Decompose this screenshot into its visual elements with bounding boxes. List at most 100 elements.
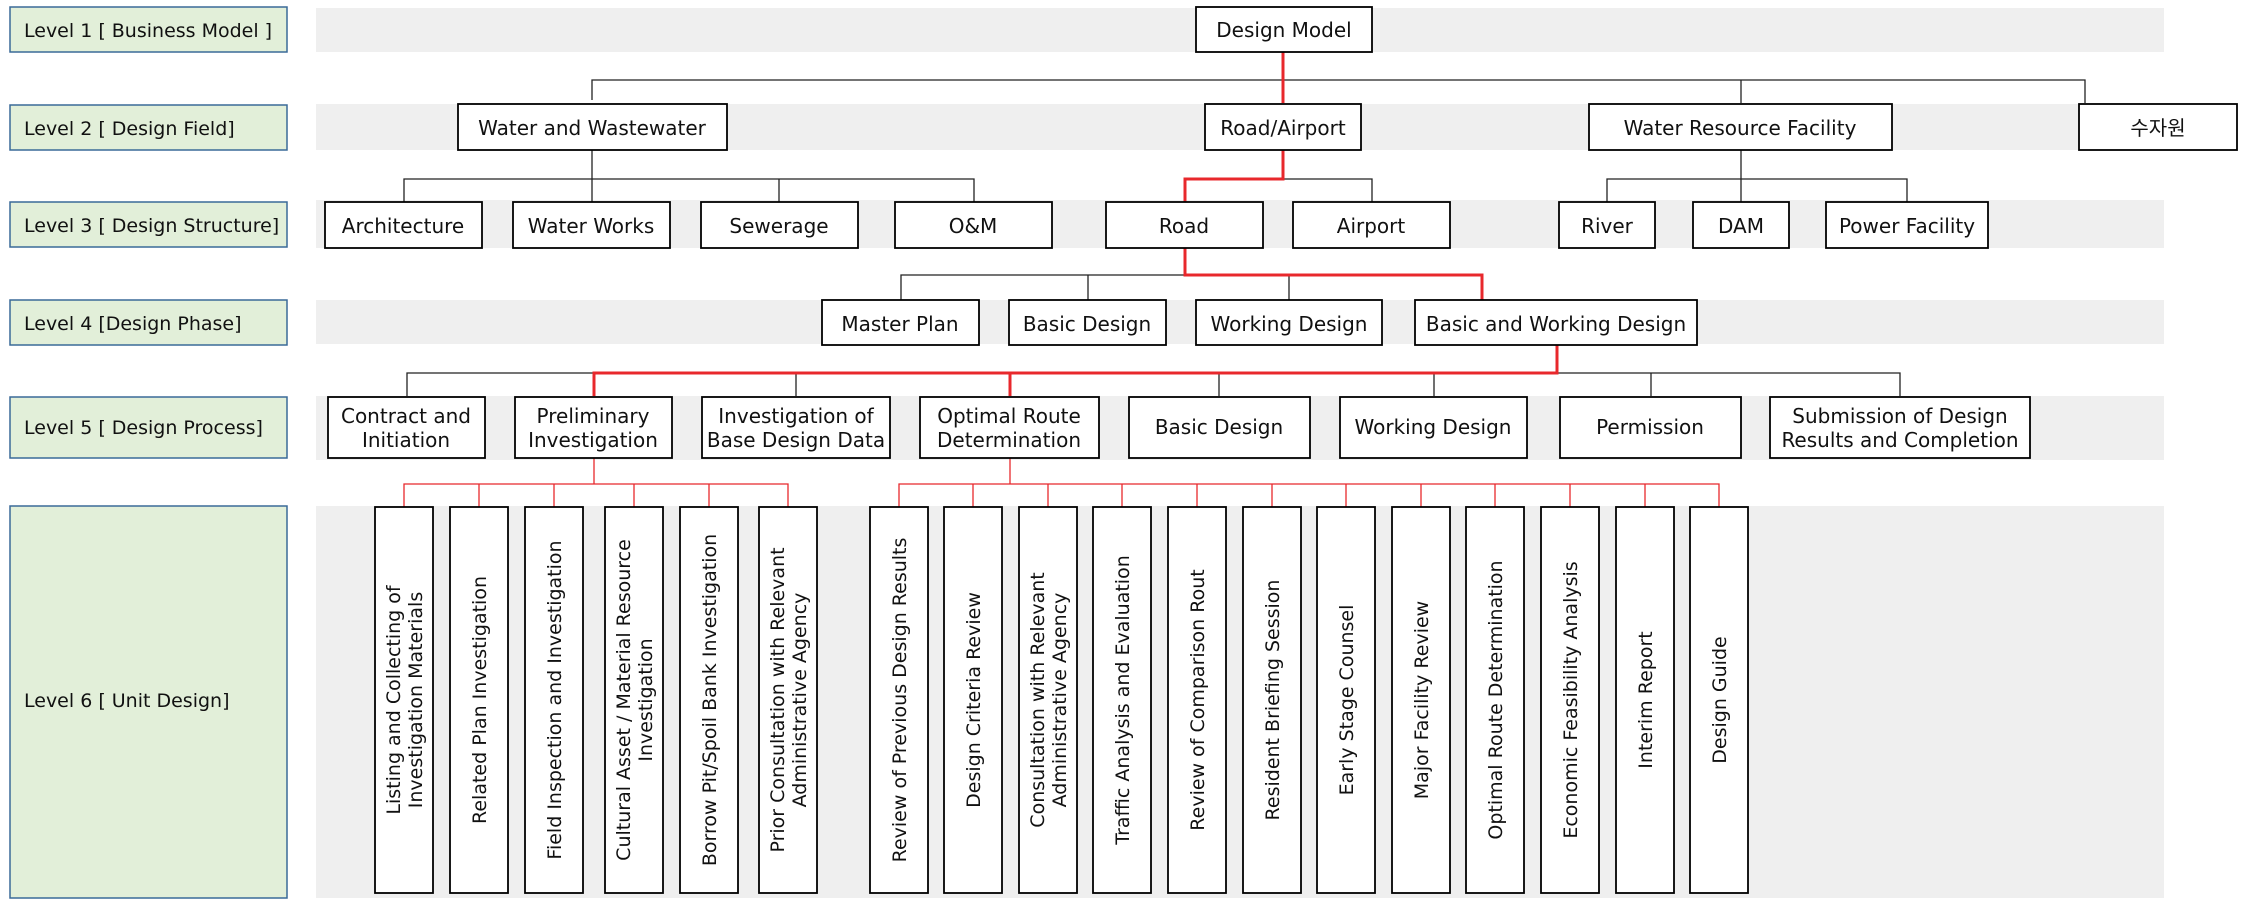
node-preliminary-investigation-line2: Investigation [528,428,658,452]
unit-design-route-text: Economic Feasibility Analysis [1560,561,1582,838]
unit-design-route-text-line: Early Stage Counsel [1336,605,1358,796]
unit-design-preliminary-text-line: Cultural Asset / Material Resource [613,539,635,861]
unit-design-route-4: Traffic Analysis and Evaluation [1092,506,1152,894]
node-river-text: River [1581,214,1634,238]
unit-design-route-text: Review of Comparison Rout [1187,569,1209,830]
node-water-wastewater: Water and Wastewater [457,103,728,151]
node-dam-text: DAM [1718,214,1764,238]
connectors-l1-l2 [591,52,2086,103]
unit-design-preliminary-text-line: Listing and Collecting of [383,584,405,814]
unit-design-route-box [1540,506,1600,894]
unit-design-route-text-line: Review of Previous Design Results [889,538,911,863]
unit-design-preliminary-text-line: Prior Consultation with Relevant [767,547,789,852]
node-architecture: Architecture [324,201,483,249]
node-power-facility-text: Power Facility [1839,214,1975,238]
unit-design-route-box [1615,506,1675,894]
node-design-model-text: Design Model [1216,18,1351,42]
unit-design-route-12: Design Guide [1689,506,1749,894]
unit-design-preliminary-box [524,506,584,894]
node-om-text: O&M [949,214,998,238]
unit-design-route-box [1316,506,1376,894]
unit-design-route-text-line: Review of Comparison Rout [1187,569,1209,830]
level-label-2-text: Level 2 [ Design Field] [24,118,235,140]
unit-design-route-text-line: Traffic Analysis and Evaluation [1112,555,1134,845]
unit-design-route-box [1018,506,1078,894]
unit-design-preliminary-2: Related Plan Investigation [449,506,509,894]
node-optimal-route-determination: Optimal Route Determination [919,396,1100,459]
unit-design-route-8: Major Facility Review [1391,506,1451,894]
unit-design-preliminary-4: Cultural Asset / Material ResourceInvest… [604,506,664,894]
unit-design-route-box [1465,506,1525,894]
unit-design-route-text: Design Guide [1709,636,1731,763]
node-optimal-route-determination-line1: Optimal Route [937,404,1081,428]
unit-design-preliminary-text-line: Investigation [635,638,657,761]
node-contract-initiation-line1: Contract and [341,404,471,428]
node-investigation-base-data-line1: Investigation of [718,404,874,428]
unit-design-preliminary-3: Field Inspection and Investigation [524,506,584,894]
node-road-airport: Road/Airport [1204,103,1362,151]
unit-design-route-text: Review of Previous Design Results [889,538,911,863]
node-design-model: Design Model [1195,6,1373,53]
unit-design-preliminary-text-line: Borrow Pit/Spoil Bank Investigation [699,534,721,866]
node-road: Road [1105,201,1264,249]
unit-design-preliminary-box [449,506,509,894]
unit-design-preliminary-text: Listing and Collecting ofInvestigation M… [383,584,427,814]
node-road-airport-text: Road/Airport [1220,116,1346,140]
unit-design-route-box [1242,506,1302,894]
unit-design-preliminary-5: Borrow Pit/Spoil Bank Investigation [679,506,739,894]
unit-design-route-1: Review of Previous Design Results [869,506,929,894]
unit-design-route-text: Traffic Analysis and Evaluation [1112,555,1134,845]
node-basic-working-design: Basic and Working Design [1414,299,1698,346]
unit-design-route-text: Major Facility Review [1411,601,1433,799]
level-label-3-text: Level 3 [ Design Structure] [24,215,279,237]
unit-design-route-box [1689,506,1749,894]
unit-design-preliminary-1: Listing and Collecting ofInvestigation M… [374,506,434,894]
node-working-design-phase: Working Design [1195,299,1383,346]
node-permission: Permission [1559,396,1742,459]
unit-design-route-9: Optimal Route Determination [1465,506,1525,894]
unit-design-preliminary-text: Related Plan Investigation [469,576,491,824]
node-preliminary-investigation-line1: Preliminary [537,404,650,428]
unit-design-preliminary-6: Prior Consultation with RelevantAdminist… [758,506,818,894]
unit-design-route-box [1167,506,1227,894]
connectors-l5-l6 [403,458,1720,507]
node-water-works-text: Water Works [528,214,655,238]
unit-design-route-5: Review of Comparison Rout [1167,506,1227,894]
node-water-resource-facility: Water Resource Facility [1588,103,1893,151]
level-label-6-text: Level 6 [ Unit Design] [24,690,230,712]
node-basic-design-phase-text: Basic Design [1023,312,1151,336]
unit-design-preliminary-box [374,506,434,894]
node-optimal-route-determination-line2: Determination [937,428,1081,452]
unit-design-route-text-line: Design Criteria Review [963,592,985,808]
unit-design-preliminary-box [758,506,818,894]
node-water-wastewater-text: Water and Wastewater [478,116,707,140]
node-investigation-base-data-line2: Base Design Data [707,428,885,452]
unit-design-route-text: Resident Briefing Session [1262,580,1284,821]
node-submission-completion-line1: Submission of Design [1792,404,2007,428]
unit-design-preliminary-text-line: Administrative Agency [789,593,811,808]
unit-design-preliminary-text: Field Inspection and Investigation [544,540,566,859]
node-sewerage: Sewerage [700,201,859,249]
node-contract-initiation-line2: Initiation [362,428,450,452]
unit-design-route-text: Interim Report [1635,631,1657,768]
node-master-plan: Master Plan [821,299,980,346]
unit-design-preliminary-text: Borrow Pit/Spoil Bank Investigation [699,534,721,866]
node-master-plan-text: Master Plan [841,312,958,336]
level-label-5-text: Level 5 [ Design Process] [24,417,263,439]
unit-design-route-text: Design Criteria Review [963,592,985,808]
unit-design-route-text-line: Design Guide [1709,636,1731,763]
node-working-design-process-text: Working Design [1355,415,1512,439]
unit-design-route-7: Early Stage Counsel [1316,506,1376,894]
unit-design-route-box [1092,506,1152,894]
level-label-4-text: Level 4 [Design Phase] [24,313,242,335]
node-submission-completion: Submission of Design Results and Complet… [1769,396,2031,459]
node-sewerage-text: Sewerage [729,214,828,238]
node-om: O&M [894,201,1053,249]
node-road-text: Road [1159,214,1209,238]
node-water-resource-facility-text: Water Resource Facility [1624,116,1857,140]
node-airport: Airport [1292,201,1451,249]
connectors-l3-l4 [900,247,1484,300]
level-label-5: Level 5 [ Design Process] [9,396,288,459]
level-label-1: Level 1 [ Business Model ] [9,6,288,53]
